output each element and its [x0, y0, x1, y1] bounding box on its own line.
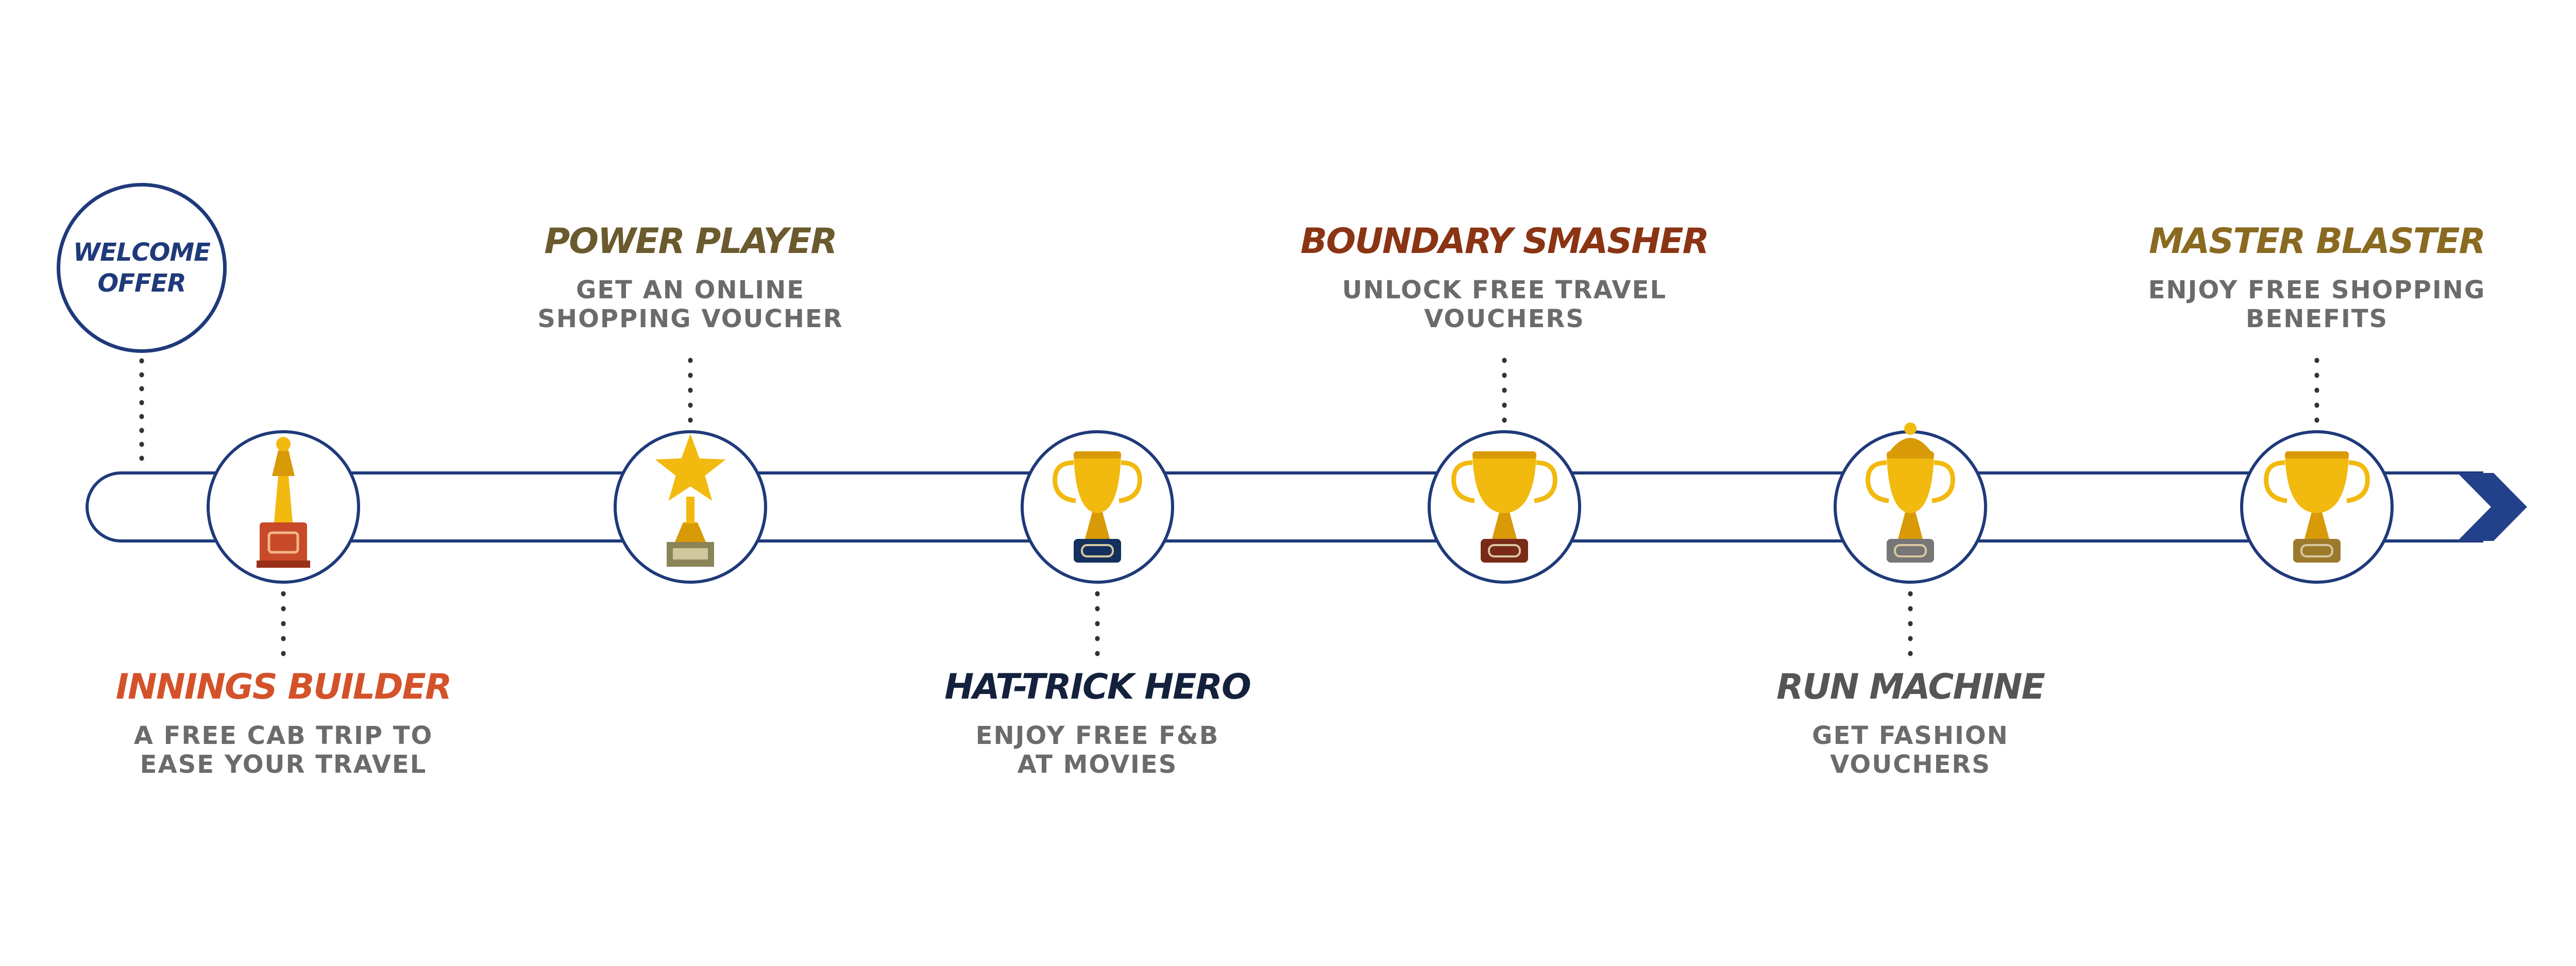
milestone-desc-line1: UNLOCK FREE TRAVEL [1342, 276, 1667, 304]
milestone-title: INNINGS BUILDER [115, 667, 452, 707]
welcome-offer-badge: WELCOME OFFER [57, 183, 227, 353]
milestone-desc-line2: AT MOVIES [1017, 750, 1178, 779]
milestone-title: MASTER BLASTER [2148, 221, 2486, 262]
milestone-desc-line2: VOUCHERS [1830, 750, 1991, 779]
milestone-desc-line1: ENJOY FREE F&B [975, 721, 1219, 750]
milestone-desc-line2: EASE YOUR TRAVEL [140, 750, 427, 779]
milestone-desc-line2: SHOPPING VOUCHER [537, 304, 843, 333]
lidded-cup-trophy-icon [1866, 422, 1955, 563]
milestone-hat-trick-hero: HAT-TRICK HERO ENJOY FREE F&B AT MOVIES [944, 667, 1251, 779]
ornate-cup-trophy-icon [2264, 451, 2370, 563]
milestone-boundary-smasher: BOUNDARY SMASHER UNLOCK FREE TRAVEL VOUC… [1300, 221, 1709, 334]
milestone-master-blaster: MASTER BLASTER ENJOY FREE SHOPPING BENEF… [2148, 221, 2486, 334]
milestone-desc-line1: A FREE CAB TRIP TO [133, 721, 433, 750]
welcome-offer-label: WELCOME OFFER [73, 238, 211, 298]
star-trophy-icon [655, 434, 726, 567]
wide-cup-trophy-icon [1451, 451, 1557, 563]
milestone-desc-line1: GET AN ONLINE [575, 276, 805, 304]
milestone-title: BOUNDARY SMASHER [1300, 221, 1709, 262]
milestone-desc-line2: VOUCHERS [1424, 304, 1585, 333]
timeline-arrow-icon [2458, 473, 2527, 541]
milestone-title: HAT-TRICK HERO [944, 667, 1251, 707]
milestone-desc-line1: GET FASHION [1812, 721, 2009, 750]
milestone-innings-builder: INNINGS BUILDER A FREE CAB TRIP TO EASE … [115, 667, 452, 779]
milestone-power-player: POWER PLAYER GET AN ONLINE SHOPPING VOUC… [537, 221, 843, 334]
timeline-pipe [86, 471, 2483, 543]
milestone-title: POWER PLAYER [544, 221, 837, 262]
tall-trophy-icon [257, 437, 310, 568]
milestone-run-machine: RUN MACHINE GET FASHION VOUCHERS [1776, 667, 2045, 779]
milestone-title: RUN MACHINE [1776, 667, 2045, 707]
milestone-desc-line1: ENJOY FREE SHOPPING [2148, 276, 2486, 304]
milestone-desc-line2: BENEFITS [2245, 304, 2388, 333]
cup-trophy-icon [1053, 451, 1142, 563]
